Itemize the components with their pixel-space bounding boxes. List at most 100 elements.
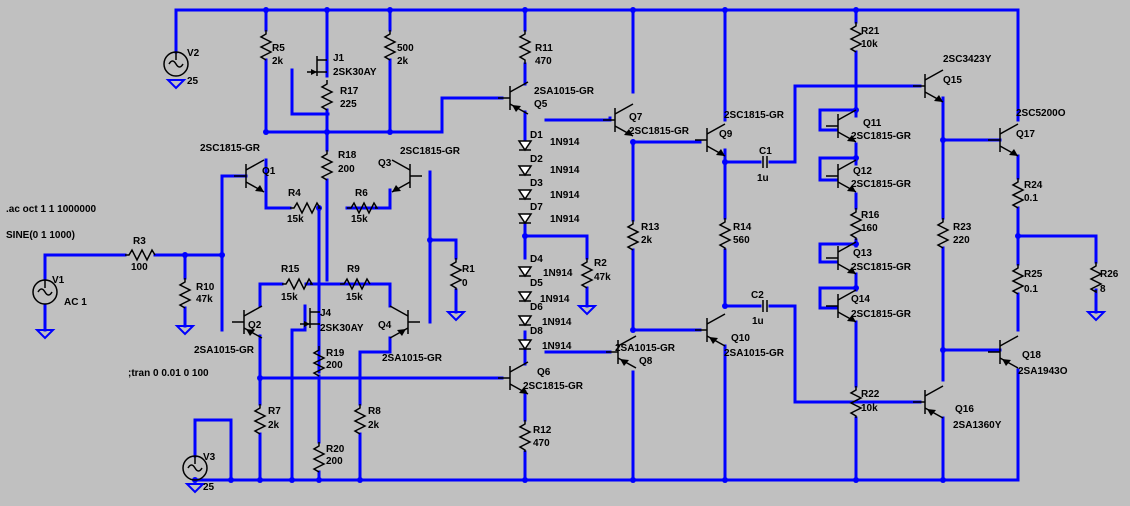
capacitor-c1[interactable]: [762, 156, 768, 168]
resistor-r23[interactable]: [936, 218, 950, 249]
label-q3-value: Q3: [378, 158, 392, 169]
spice-directive-ac[interactable]: .ac oct 1 1 1000000: [6, 204, 97, 215]
label-q15-ref: 2SC3423Y: [943, 54, 992, 65]
transistor-q16[interactable]: [913, 385, 944, 419]
label-r9-value: 15k: [346, 292, 363, 303]
resistor-r17[interactable]: [320, 80, 334, 111]
junction-dot: [630, 477, 636, 483]
junction-dot: [522, 7, 528, 13]
resistor-r7[interactable]: [253, 404, 267, 435]
label-r11-ref: R11: [535, 43, 553, 54]
label-v2-ref: V2: [187, 48, 200, 59]
label-q17-value: Q17: [1016, 129, 1035, 140]
transistor-q14[interactable]: [826, 289, 857, 323]
transistor-q5[interactable]: [498, 81, 529, 115]
diode-d7[interactable]: [517, 213, 533, 225]
jfet-j4[interactable]: [300, 308, 320, 328]
resistor-r6[interactable]: [347, 201, 379, 215]
voltage-source-v2[interactable]: [163, 51, 189, 77]
transistor-q18[interactable]: [988, 335, 1019, 369]
junction-dot: [257, 375, 263, 381]
label-r16-ref: R16: [861, 210, 880, 221]
label-r18-value: 200: [338, 164, 355, 175]
resistor-r5[interactable]: [259, 30, 273, 61]
transistor-q8[interactable]: [606, 335, 637, 369]
diode-d2[interactable]: [517, 165, 533, 177]
resistor-r20[interactable]: [312, 442, 326, 473]
junction-dot: [263, 129, 269, 135]
label-r21-ref: R21: [861, 26, 880, 37]
label-d5-ref: D5: [530, 278, 543, 289]
label-r22-ref: R22: [861, 389, 880, 400]
resistor-r4[interactable]: [290, 201, 322, 215]
jfet-j1[interactable]: [307, 56, 327, 76]
ground-symbol: [165, 79, 187, 90]
ground-symbol: [184, 483, 206, 494]
junction-dot: [324, 7, 330, 13]
voltage-source-v1[interactable]: [32, 279, 58, 305]
transistor-q2[interactable]: [232, 305, 263, 339]
transistor-q10[interactable]: [695, 313, 726, 347]
resistor-r18[interactable]: [320, 150, 334, 181]
transistor-q12[interactable]: [826, 159, 857, 193]
resistor-r13[interactable]: [626, 220, 640, 251]
diode-d5[interactable]: [517, 291, 533, 303]
resistor-r19[interactable]: [312, 346, 326, 377]
resistor-r3[interactable]: [125, 248, 156, 262]
label-d4-ref: D4: [530, 254, 543, 265]
resistor-r16[interactable]: [849, 208, 863, 240]
diode-d3[interactable]: [517, 189, 533, 201]
transistor-q6[interactable]: [498, 361, 529, 395]
label-r25-value: 0.1: [1024, 284, 1038, 295]
resistor-r24[interactable]: [1011, 178, 1025, 209]
label-r16-value: 160: [861, 223, 878, 234]
transistor-q3[interactable]: [391, 159, 422, 193]
resistor-r26[interactable]: [1089, 262, 1103, 294]
diode-d1[interactable]: [517, 140, 533, 152]
resistor-r15[interactable]: [282, 277, 314, 291]
resistor-r21[interactable]: [849, 22, 863, 53]
label-r4-value: 15k: [287, 214, 304, 225]
label-r500-value: 2k: [397, 56, 409, 67]
label-r10-ref: R10: [196, 282, 215, 293]
resistor-r9[interactable]: [340, 277, 371, 291]
diode-d4[interactable]: [517, 266, 533, 278]
label-q8-ref: 2SA1015-GR: [615, 343, 676, 354]
resistor-r1[interactable]: [449, 258, 463, 290]
label-q6-value: 2SC1815-GR: [523, 381, 584, 392]
transistor-q15[interactable]: [913, 69, 944, 103]
transistor-q13[interactable]: [826, 241, 857, 275]
transistor-q1[interactable]: [234, 159, 265, 193]
label-q4-ref: Q4: [378, 320, 392, 331]
label-r17-value: 225: [340, 99, 357, 110]
transistor-q11[interactable]: [826, 109, 857, 143]
label-q17-ref: 2SC5200O: [1016, 108, 1066, 119]
resistor-r11[interactable]: [518, 30, 532, 64]
resistor-r10[interactable]: [178, 278, 192, 309]
label-r6-ref: R6: [355, 188, 368, 199]
resistor-r500[interactable]: [383, 30, 397, 61]
label-j4-value: 2SK30AY: [320, 323, 364, 334]
resistor-r25[interactable]: [1011, 264, 1025, 295]
label-r2-value: 47k: [594, 272, 611, 283]
junction-dot: [257, 477, 263, 483]
spice-directive-sine[interactable]: SINE(0 1 1000): [6, 230, 75, 241]
label-r19-ref: R19: [326, 348, 345, 359]
diode-d6[interactable]: [517, 315, 533, 327]
resistor-r14[interactable]: [718, 218, 732, 250]
voltage-source-v3[interactable]: [182, 455, 208, 481]
transistor-q7[interactable]: [603, 103, 634, 137]
spice-directive-tran[interactable]: ;tran 0 0.01 0 100: [128, 368, 209, 379]
transistor-q4[interactable]: [389, 305, 420, 339]
transistor-q9[interactable]: [695, 123, 726, 157]
resistor-r12[interactable]: [518, 420, 532, 452]
resistor-r8[interactable]: [353, 404, 367, 435]
resistor-r22[interactable]: [849, 386, 863, 418]
diode-d8[interactable]: [517, 339, 533, 351]
resistor-r2[interactable]: [580, 258, 594, 289]
label-r13-value: 2k: [641, 235, 653, 246]
label-q7-value: 2SC1815-GR: [629, 126, 690, 137]
label-r500-ref: 500: [397, 43, 414, 54]
transistor-q17[interactable]: [988, 123, 1019, 157]
capacitor-c2[interactable]: [762, 300, 768, 312]
